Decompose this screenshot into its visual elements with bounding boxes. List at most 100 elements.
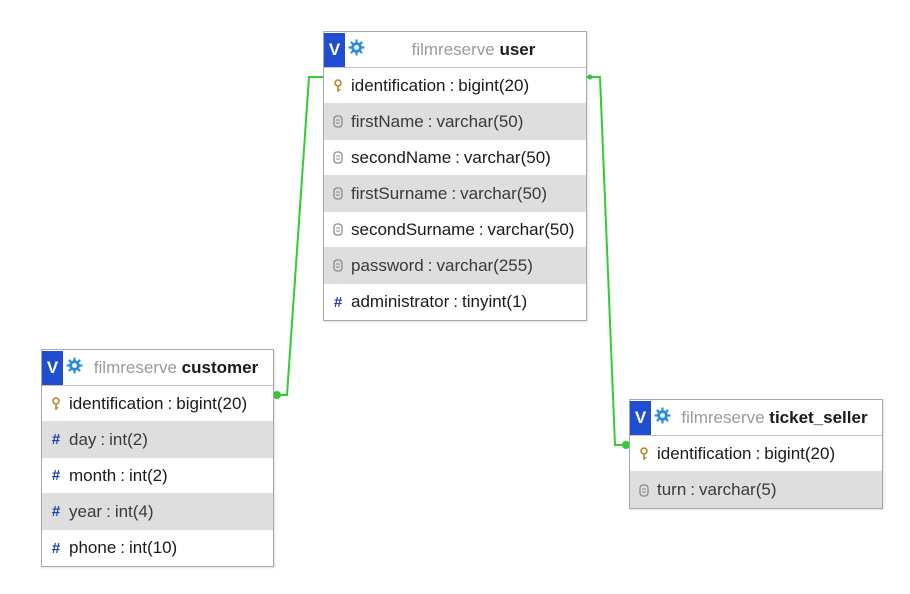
text-field-icon bbox=[330, 187, 346, 200]
database-name: filmreserve bbox=[411, 39, 495, 59]
toggle-columns-button[interactable]: V bbox=[42, 350, 63, 385]
column-type: int(4) bbox=[114, 501, 154, 521]
column-name: turn bbox=[657, 480, 687, 499]
table-options-button[interactable] bbox=[63, 351, 85, 385]
primary-key-icon bbox=[330, 78, 346, 93]
column-name: day bbox=[69, 429, 97, 449]
table-name: ticket_seller bbox=[769, 407, 868, 427]
column-name: password bbox=[351, 255, 424, 275]
column-row[interactable]: identification:bigint(20) bbox=[630, 436, 882, 472]
gear-icon bbox=[66, 357, 83, 379]
column-name: year bbox=[69, 501, 103, 521]
column-type: bigint(20) bbox=[764, 443, 836, 463]
column-name: identification bbox=[657, 443, 752, 463]
table-ticket-seller[interactable]: V filmreserve ticket_seller identificati… bbox=[629, 399, 883, 509]
column-separator: : bbox=[106, 501, 111, 521]
column-row[interactable]: identification:bigint(20) bbox=[324, 68, 586, 104]
gear-icon bbox=[348, 39, 365, 61]
column-type: int(10) bbox=[129, 538, 178, 557]
relation-end-dot bbox=[273, 391, 281, 399]
column-row[interactable]: # year:int(4) bbox=[42, 494, 273, 530]
table-title: filmreserve ticket_seller bbox=[673, 408, 882, 428]
column-name: firstName bbox=[351, 111, 424, 131]
column-name: secondSurname bbox=[351, 219, 475, 239]
column-row[interactable]: firstName:varchar(50) bbox=[324, 104, 586, 140]
column-separator: : bbox=[100, 429, 106, 449]
column-type: varchar(50) bbox=[460, 183, 548, 203]
table-title: filmreserve user bbox=[367, 40, 586, 60]
column-type: bigint(20) bbox=[176, 393, 248, 413]
column-separator: : bbox=[455, 147, 460, 167]
column-type: varchar(50) bbox=[436, 111, 524, 131]
column-row[interactable]: # phone:int(10) bbox=[42, 530, 273, 566]
column-type: int(2) bbox=[109, 429, 148, 449]
table-header[interactable]: V filmreserve ticket_seller bbox=[630, 400, 882, 436]
text-field-icon bbox=[330, 259, 346, 272]
column-name: administrator bbox=[351, 292, 450, 311]
numeric-field-icon: # bbox=[51, 503, 61, 520]
table-name: user bbox=[499, 39, 536, 59]
table-header[interactable]: V filmreserve customer bbox=[42, 350, 273, 386]
column-row[interactable]: firstSurname:varchar(50) bbox=[324, 176, 586, 212]
column-name: phone bbox=[69, 538, 117, 557]
column-type: int(2) bbox=[128, 465, 168, 485]
column-separator: : bbox=[427, 255, 433, 275]
column-separator: : bbox=[453, 292, 458, 311]
column-row[interactable]: # administrator:tinyint(1) bbox=[324, 284, 586, 320]
column-type: bigint(20) bbox=[458, 75, 530, 95]
column-separator: : bbox=[120, 465, 125, 485]
column-row[interactable]: secondName:varchar(50) bbox=[324, 140, 586, 176]
text-field-icon bbox=[330, 115, 346, 128]
column-type: varchar(50) bbox=[463, 147, 551, 167]
primary-key-icon bbox=[48, 396, 64, 411]
column-row[interactable]: # month:int(2) bbox=[42, 458, 273, 494]
column-type: varchar(255) bbox=[436, 255, 533, 275]
table-header[interactable]: V filmreserve user bbox=[324, 32, 586, 68]
gear-icon bbox=[654, 407, 671, 429]
relation-user-ticket-seller bbox=[587, 76, 629, 446]
column-row[interactable]: secondSurname:varchar(50) bbox=[324, 212, 586, 248]
toggle-columns-button[interactable]: V bbox=[324, 32, 345, 67]
numeric-field-icon: # bbox=[51, 431, 61, 448]
column-separator: : bbox=[755, 443, 761, 463]
column-type: varchar(5) bbox=[699, 480, 777, 499]
table-options-button[interactable] bbox=[345, 33, 367, 67]
text-field-icon bbox=[330, 223, 346, 236]
column-type: tinyint(1) bbox=[462, 292, 528, 311]
toggle-columns-button[interactable]: V bbox=[630, 400, 651, 435]
column-row[interactable]: identification:bigint(20) bbox=[42, 386, 273, 422]
column-separator: : bbox=[478, 219, 484, 239]
text-field-icon bbox=[330, 151, 346, 164]
relation-user-customer bbox=[275, 76, 323, 396]
column-name: month bbox=[69, 465, 117, 485]
database-name: filmreserve bbox=[681, 407, 765, 427]
relation-end-dot bbox=[587, 74, 593, 80]
column-row[interactable]: password:varchar(255) bbox=[324, 248, 586, 284]
primary-key-icon bbox=[636, 446, 652, 461]
database-name: filmreserve bbox=[93, 357, 177, 377]
column-separator: : bbox=[449, 75, 455, 95]
numeric-field-icon: # bbox=[51, 539, 61, 557]
table-name: customer bbox=[181, 357, 259, 377]
table-customer[interactable]: V filmreserve customer identification:bi… bbox=[41, 349, 274, 567]
column-name: firstSurname bbox=[351, 183, 448, 203]
column-name: identification bbox=[69, 393, 164, 413]
table-options-button[interactable] bbox=[651, 401, 673, 435]
column-type: varchar(50) bbox=[487, 219, 575, 239]
column-row[interactable]: # day:int(2) bbox=[42, 422, 273, 458]
numeric-field-icon: # bbox=[51, 467, 61, 484]
column-separator: : bbox=[690, 480, 696, 499]
text-field-icon bbox=[636, 483, 652, 497]
column-name: identification bbox=[351, 75, 446, 95]
column-name: secondName bbox=[351, 147, 452, 167]
table-title: filmreserve customer bbox=[85, 358, 273, 378]
column-separator: : bbox=[427, 111, 433, 131]
column-row[interactable]: turn:varchar(5) bbox=[630, 472, 882, 508]
column-separator: : bbox=[451, 183, 457, 203]
numeric-field-icon: # bbox=[333, 293, 343, 311]
column-separator: : bbox=[120, 538, 126, 557]
relation-end-dot bbox=[622, 441, 630, 449]
table-user[interactable]: V filmreserve user identification:bigint… bbox=[323, 31, 587, 321]
